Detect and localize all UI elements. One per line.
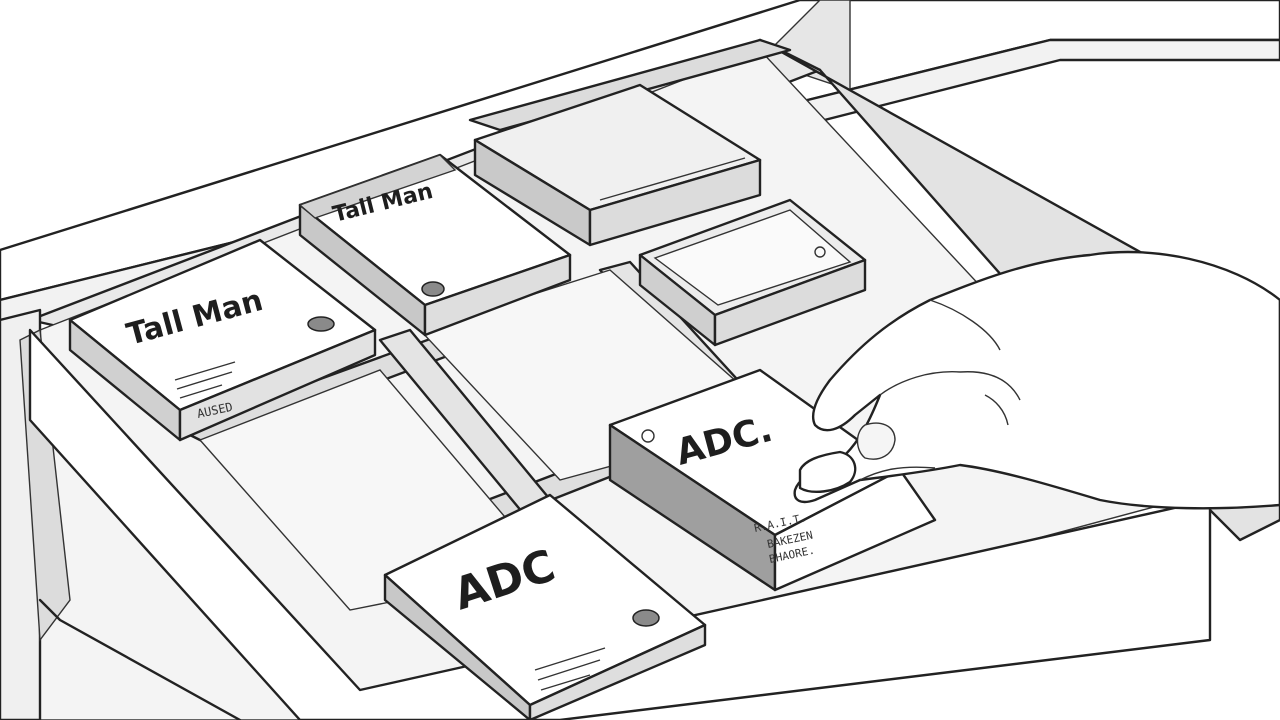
box-seal-dot [421, 281, 445, 297]
medicine-box-tall-man-left: Tall Man AUSED [68, 238, 377, 442]
hand [793, 250, 1280, 510]
medicine-box-plain-top [473, 83, 762, 247]
medicine-box-adc-bottom: ADC [383, 493, 707, 720]
box-seal-dot [632, 609, 660, 627]
medicine-box-tall-man-center: Tall Man [298, 153, 572, 337]
box-seal-dot [307, 316, 335, 332]
fingernail [856, 422, 896, 460]
empty-tray [638, 198, 867, 347]
